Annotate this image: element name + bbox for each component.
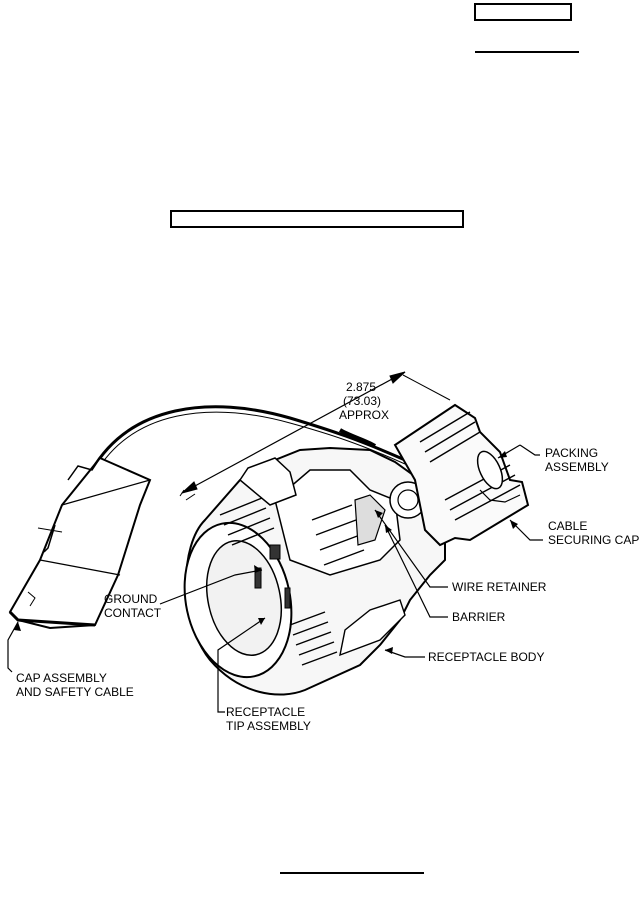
header-rule-right (475, 51, 579, 53)
label-barrier: BARRIER (452, 610, 506, 624)
dimension-marks (179, 371, 451, 501)
leader-arrows (14, 451, 518, 654)
label-cable-securing-cap: CABLE SECURING CAP (548, 519, 639, 547)
label-wire-retainer: WIRE RETAINER (452, 580, 547, 594)
dimension-inches: 2.875 (346, 380, 376, 394)
header-box-top-right (474, 3, 572, 21)
header-box-center (170, 210, 464, 228)
cap-assembly-drawing (8, 456, 152, 630)
receptacle-body-drawing (183, 446, 446, 696)
label-receptacle-tip: RECEPTACLE TIP ASSEMBLY (226, 705, 311, 733)
label-packing-assembly: PACKING ASSEMBLY (545, 446, 609, 474)
label-ground-contact: GROUND CONTACT (104, 592, 162, 620)
safety-cable (90, 405, 406, 475)
dimension-mm: (73.03) (343, 394, 381, 408)
footer-rule (280, 872, 424, 874)
dimension-qualifier: APPROX (339, 408, 389, 422)
cable-securing-cap-drawing (393, 403, 530, 547)
label-cap-assembly: CAP ASSEMBLY AND SAFETY CABLE (16, 671, 134, 699)
label-receptacle-body: RECEPTACLE BODY (428, 650, 544, 664)
